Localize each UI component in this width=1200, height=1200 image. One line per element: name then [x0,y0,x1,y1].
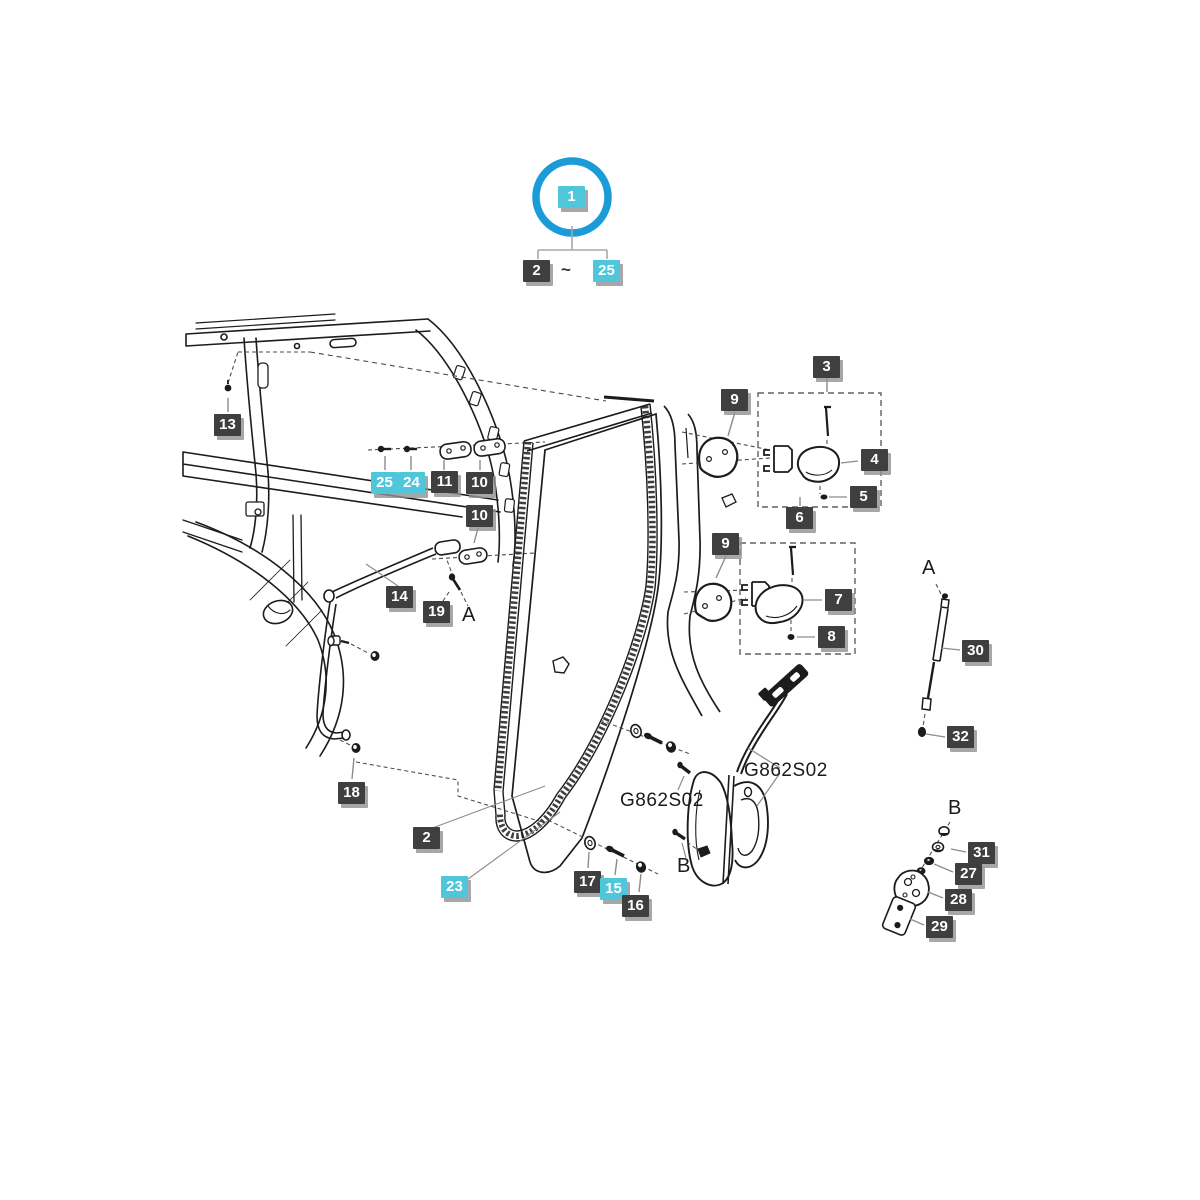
part-label-32[interactable]: 32 [947,726,974,748]
part-label-14[interactable]: 14 [386,586,413,608]
fastener-trio-upper [599,719,691,755]
part-label-4[interactable]: 4 [861,449,888,471]
hinge-bracket-28 [893,869,930,908]
screw-gleft [679,764,692,775]
part-label-3[interactable]: 3 [813,356,840,378]
leader-lower-hinge [431,551,553,560]
ref-letter-a1: A [462,604,476,626]
part-label-10b[interactable]: 10 [466,505,493,527]
gasket-9a [698,436,739,478]
screw-8 [787,634,795,640]
part-label-10a[interactable]: 10 [466,472,493,494]
part-label-29[interactable]: 29 [926,916,953,938]
door-edge-panel [663,405,737,717]
part-code-left: G862S02 [620,790,704,811]
gasket-9b [694,582,733,622]
hinge-plate-29 [881,896,917,936]
door-handle-bar [316,527,488,741]
ref-letter-b1: B [677,855,691,877]
handle-assembly-lower [694,542,856,655]
bolt-13-glyph [224,351,310,412]
door-lock-assembly [672,664,809,887]
handle-7 [754,584,804,625]
bushing-31 [931,841,945,853]
part-label-2[interactable]: 2 [413,827,440,849]
part-label-27[interactable]: 27 [955,863,982,885]
callout-label-1[interactable]: 1 [558,186,585,208]
part-label-11[interactable]: 11 [431,471,458,493]
part-label-7[interactable]: 7 [825,589,852,611]
bolt-25-glyph [377,445,391,453]
part-label-30[interactable]: 30 [962,640,989,662]
cab-frame [182,313,516,757]
weatherstrip-seal [493,395,658,842]
part-label-8[interactable]: 8 [818,626,845,648]
part-label-28[interactable]: 28 [945,889,972,911]
part-label-19[interactable]: 19 [423,601,450,623]
screw-5 [820,494,828,500]
glass-hole [552,656,570,674]
part-label-6[interactable]: 6 [786,507,813,529]
ref-letter-b2: B [948,797,962,819]
bolt-19-glyph [442,559,469,607]
part-label-15[interactable]: 15 [600,878,627,900]
part-label-9a[interactable]: 9 [721,389,748,411]
ball-stud-32 [917,726,927,738]
part-label-23[interactable]: 23 [441,876,468,898]
handle-4 [796,446,841,483]
callout-tilde: ~ [561,260,571,279]
part-label-25[interactable]: 25 [371,472,398,494]
part-label-16[interactable]: 16 [622,895,649,917]
ref-letter-a2: A [922,557,936,579]
part-label-13[interactable]: 13 [214,414,241,436]
part-label-17[interactable]: 17 [574,871,601,893]
callout-label-2[interactable]: 2 [523,260,550,282]
striker-plate [758,664,809,707]
bracket-upper [763,445,793,473]
fastener-trio-lower [547,819,659,893]
callout-label-25[interactable]: 25 [593,260,620,282]
callout-circle [532,157,612,259]
hinge-plates-upper [377,437,506,470]
pin-upper [824,405,831,437]
lock-clip [697,845,711,858]
part-label-9b[interactable]: 9 [712,533,739,555]
handle-assembly-upper [698,368,882,508]
screw-b1 [675,831,686,841]
dashed-box-lower [739,542,856,655]
part-label-24[interactable]: 24 [398,472,425,494]
nut-b-upper [938,825,950,836]
part-label-31[interactable]: 31 [968,842,995,864]
hinge-hardware-stack [881,821,967,936]
part-code-right: G862S02 [744,760,828,781]
part-label-5[interactable]: 5 [850,486,877,508]
gas-strut [917,583,961,738]
pin-lower [789,545,796,576]
bar-fasteners [327,635,380,780]
leader-upper-hinges [367,441,546,451]
lock-body-right [733,781,769,869]
door-glass [511,412,663,874]
part-label-18[interactable]: 18 [338,782,365,804]
bolt-24-glyph [403,445,417,453]
leaders-seal-glass [355,761,561,880]
